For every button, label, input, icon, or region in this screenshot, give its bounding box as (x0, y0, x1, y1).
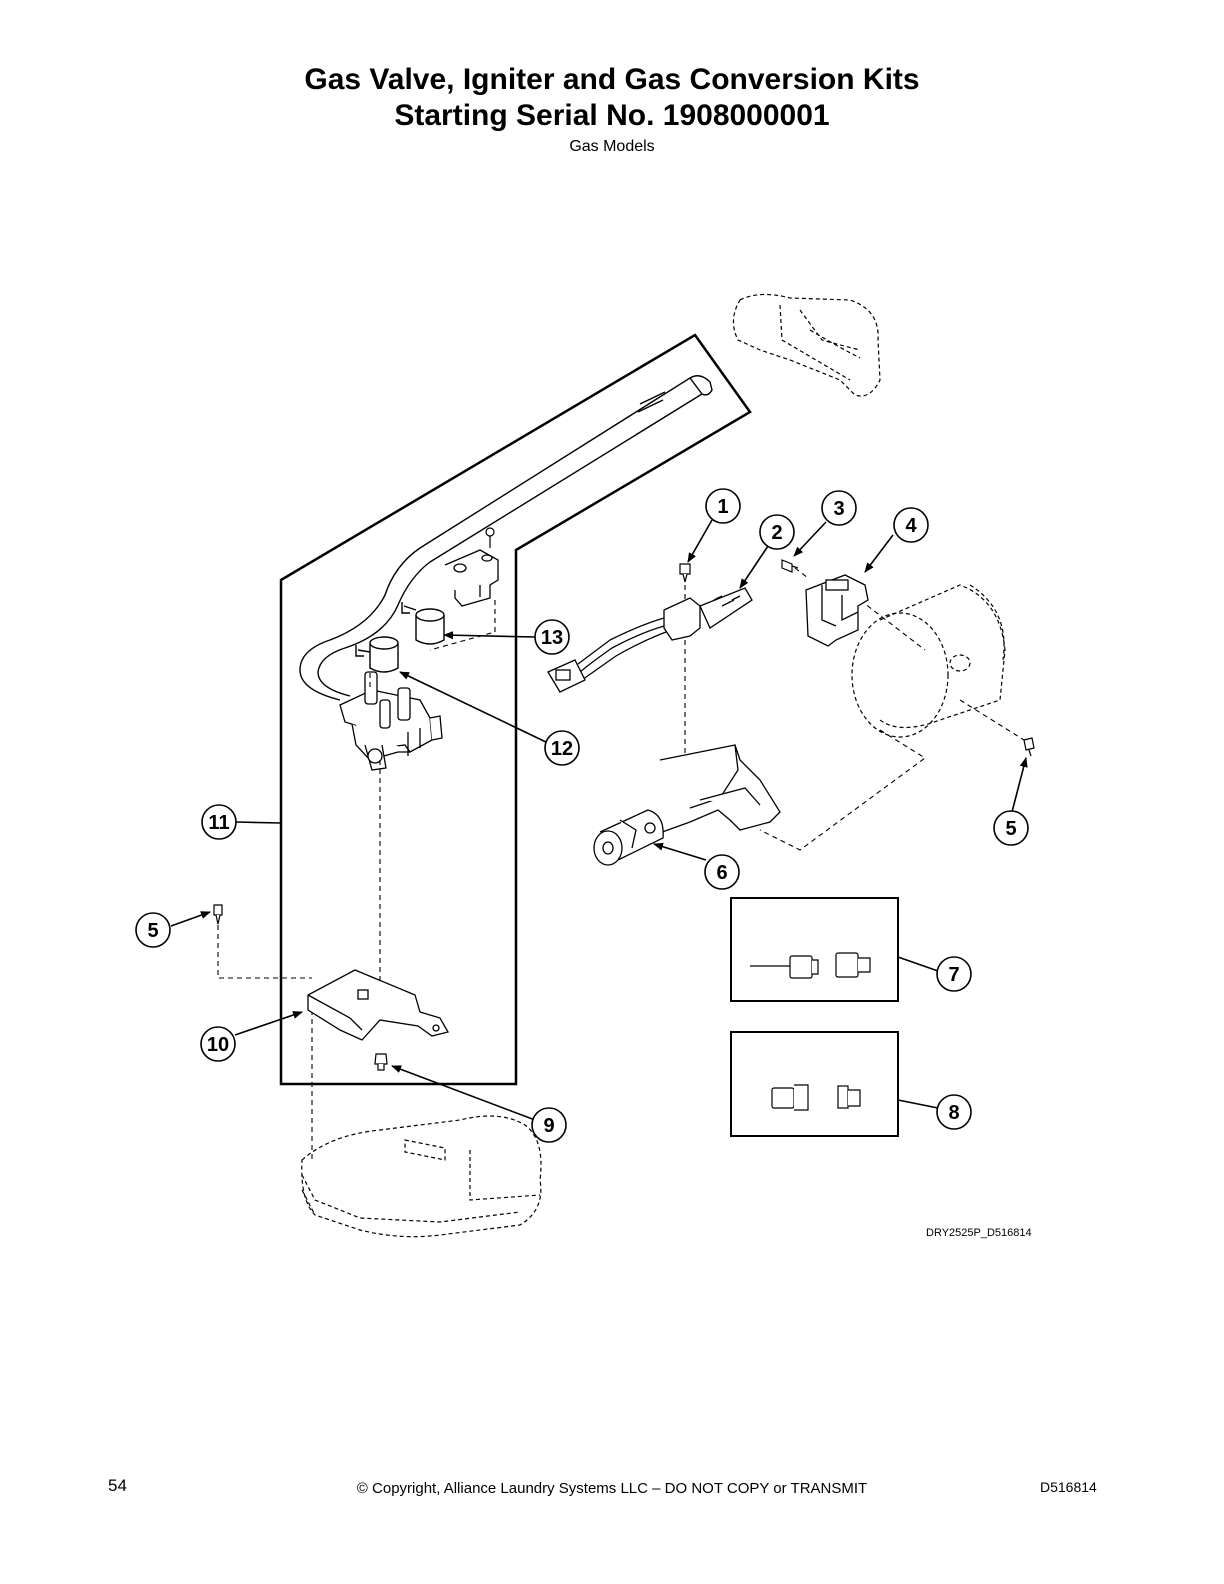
screw-3 (781, 559, 799, 573)
document-number: D516814 (1040, 1479, 1097, 1495)
screw-5-left (213, 904, 223, 925)
callout-circles (135, 488, 1029, 1143)
callout-3-circle (821, 490, 857, 526)
gas-manifold-pipe (299, 375, 713, 701)
gas-valve (339, 671, 443, 771)
callout-1-label: 1 (717, 496, 728, 518)
phantom-burner-drum (851, 584, 1006, 738)
page-title-line-1: Gas Valve, Igniter and Gas Conversion Ki… (304, 63, 920, 96)
valve-coil-12 (355, 636, 399, 673)
screw-1 (679, 563, 691, 583)
callout-3-label: 3 (833, 498, 844, 520)
callout-9-circle (531, 1107, 567, 1143)
igniter-assembly (547, 587, 753, 693)
callout-5-right-label: 5 (1005, 818, 1016, 840)
callout-5-right-circle (993, 810, 1029, 846)
callout-12-circle (544, 730, 580, 766)
coil-bracket (444, 549, 499, 607)
callout-10-circle (200, 1026, 236, 1062)
phantom-base (301, 1115, 542, 1238)
callout-5-left-circle (135, 912, 171, 948)
callout-7-circle (936, 956, 972, 992)
conversion-kit-8-parts (771, 1084, 861, 1111)
callout-7-label: 7 (948, 964, 959, 986)
conversion-kit-8-box (730, 1031, 899, 1137)
callout-13-circle (534, 619, 570, 655)
callout-8-label: 8 (948, 1102, 959, 1124)
copyright-notice: © Copyright, Alliance Laundry Systems LL… (356, 1480, 868, 1497)
callout-6-circle (704, 854, 740, 890)
conversion-kit-7-box (730, 897, 899, 1002)
assembly-dash-lines (217, 600, 496, 1160)
screw-top-bracket (485, 527, 495, 548)
callout-5-left-label: 5 (147, 920, 158, 942)
callout-4-label: 4 (905, 515, 917, 537)
page-subtitle: Gas Models (569, 138, 655, 155)
callout-8-circle (936, 1094, 972, 1130)
callout-6-label: 6 (716, 862, 727, 884)
callout-13-label: 13 (541, 627, 563, 649)
callout-11-label: 11 (208, 812, 229, 834)
screw-9 (374, 1053, 388, 1071)
callout-4-circle (893, 507, 929, 543)
callout-11-circle (201, 804, 237, 840)
page-number: 54 (108, 1476, 127, 1495)
conversion-kit-7-parts (750, 952, 871, 979)
igniter-bracket (805, 574, 869, 647)
frame-outline (279, 333, 752, 1086)
valve-mounting-plate (307, 969, 449, 1041)
callout-labels: 1 2 3 4 5 5 6 7 8 9 10 11 12 13 (147, 496, 1016, 1137)
callout-12-label: 12 (551, 738, 573, 760)
callout-10-label: 10 (207, 1034, 229, 1056)
callout-9-label: 9 (543, 1115, 554, 1137)
page-title-line-2: Starting Serial No. 1908000001 (394, 99, 830, 132)
callout-1-circle (705, 488, 741, 524)
callout-leaders (170, 519, 1028, 1121)
callout-2-label: 2 (771, 522, 782, 544)
callout-2-circle (759, 514, 795, 550)
screw-5-right (1023, 737, 1035, 757)
igniter-dash-lines (684, 567, 1025, 851)
burner-tube (593, 744, 781, 866)
drawing-code: DRY2525P_D516814 (926, 1227, 1032, 1239)
phantom-burner-bracket (732, 293, 881, 397)
valve-coil-13 (401, 602, 445, 645)
